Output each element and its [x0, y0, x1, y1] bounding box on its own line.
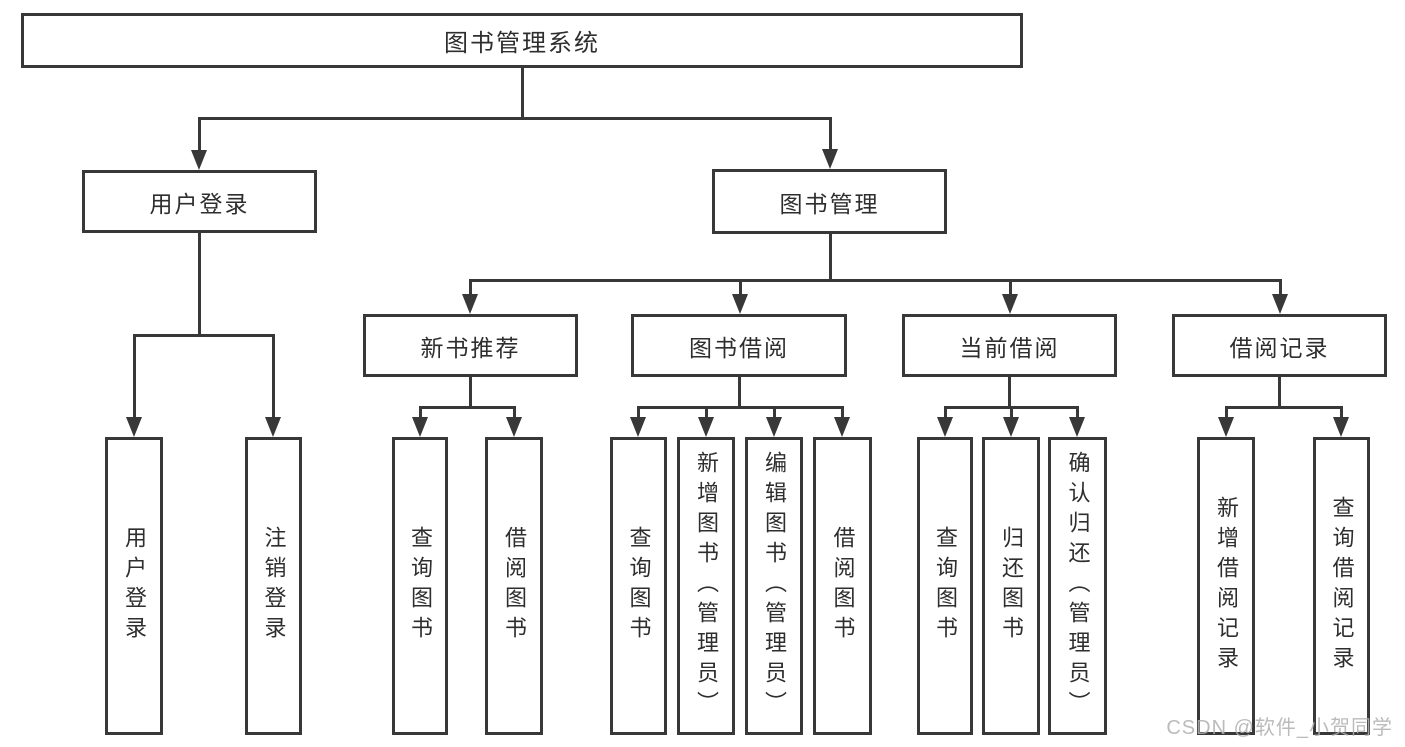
- connector-book-borrow-split: [636, 406, 844, 409]
- arrow-down-icon: [834, 417, 850, 437]
- arrow-down-icon: [698, 417, 714, 437]
- arrow-down-icon: [1333, 417, 1349, 437]
- node-book-borrow: 图书借阅: [631, 314, 847, 377]
- connector-drop-leaf-user-login: [132, 334, 136, 419]
- leaf-return-book: 归还图书: [982, 437, 1040, 735]
- connector-drop: [840, 406, 844, 419]
- node-book-management-label: 图书管理: [779, 190, 880, 217]
- arrow-down-icon: [766, 417, 782, 437]
- connector-borrow-records-stub: [1278, 377, 1281, 409]
- leaf-query-books-recommend-label: 查询图书: [408, 526, 433, 646]
- leaf-query-books-borrow-label: 查询图书: [626, 526, 652, 646]
- arrow-down-icon: [265, 417, 281, 437]
- node-root-system: 图书管理系统: [21, 13, 1023, 68]
- arrow-down-icon: [1002, 294, 1018, 314]
- arrow-down-icon: [732, 294, 748, 314]
- connector-new-book-split: [418, 406, 516, 409]
- node-new-book-recommend: 新书推荐: [363, 314, 578, 377]
- connector-drop-user-login: [197, 117, 201, 152]
- leaf-user-login-label: 用户登录: [122, 526, 147, 646]
- connector-level1-split: [197, 117, 832, 120]
- arrow-down-icon: [126, 417, 142, 437]
- node-borrow-records: 借阅记录: [1172, 314, 1387, 377]
- node-book-borrow-label: 图书借阅: [689, 334, 789, 361]
- connector-current-borrow-stub: [1008, 377, 1011, 409]
- arrow-down-icon: [630, 417, 646, 437]
- connector-drop: [636, 406, 640, 419]
- node-book-management: 图书管理: [712, 169, 947, 234]
- connector-drop-book-mgmt: [828, 117, 832, 151]
- node-current-borrow-label: 当前借阅: [959, 334, 1060, 361]
- connector-borrow-records-split: [1224, 406, 1343, 409]
- leaf-query-books-current-label: 查询图书: [933, 526, 958, 646]
- connector-drop: [1075, 406, 1079, 419]
- node-user-login-group-label: 用户登录: [149, 190, 250, 217]
- leaf-confirm-return-admin: 确认归还（管理员）: [1048, 437, 1107, 735]
- connector-new-book-stub: [469, 377, 472, 409]
- leaf-confirm-return-admin-label: 确认归还（管理员）: [1065, 451, 1091, 721]
- leaf-borrow-books-recommend-label: 借阅图书: [502, 526, 527, 646]
- connector-user-login-stub: [197, 233, 201, 337]
- leaf-query-borrow-record: 查询借阅记录: [1313, 437, 1370, 735]
- connector-drop: [512, 406, 516, 419]
- arrow-down-icon: [1272, 294, 1288, 314]
- leaf-query-books-current: 查询图书: [917, 437, 973, 735]
- leaf-return-book-label: 归还图书: [999, 526, 1024, 646]
- leaf-query-books-recommend: 查询图书: [392, 437, 448, 735]
- arrow-down-icon: [1003, 417, 1019, 437]
- leaf-add-borrow-record: 新增借阅记录: [1197, 437, 1255, 735]
- leaf-query-books-borrow: 查询图书: [610, 437, 667, 735]
- connector-drop-new-book: [468, 279, 472, 296]
- arrow-down-icon: [462, 294, 478, 314]
- connector-drop: [943, 406, 947, 419]
- arrow-down-icon: [1069, 417, 1085, 437]
- connector-drop: [1339, 406, 1343, 419]
- leaf-edit-book-admin-label: 编辑图书（管理员）: [762, 451, 787, 721]
- leaf-add-book-admin-label: 新增图书（管理员）: [694, 451, 719, 721]
- connector-drop: [1009, 406, 1013, 419]
- arrow-down-icon: [822, 149, 838, 169]
- arrow-down-icon: [1218, 417, 1234, 437]
- leaf-add-borrow-record-label: 新增借阅记录: [1214, 496, 1239, 676]
- csdn-watermark: CSDN @软件_小贺同学: [1166, 717, 1393, 739]
- connector-book-mgmt-stub: [828, 234, 832, 282]
- connector-drop: [418, 406, 422, 419]
- connector-drop-current-borrow: [1008, 279, 1012, 296]
- arrow-down-icon: [937, 417, 953, 437]
- connector-drop-leaf-logout: [271, 334, 275, 419]
- node-current-borrow: 当前借阅: [902, 314, 1117, 377]
- connector-drop-book-borrow: [738, 279, 742, 296]
- node-new-book-recommend-label: 新书推荐: [420, 334, 521, 361]
- connector-drop: [704, 406, 708, 419]
- connector-drop-borrow-records: [1278, 279, 1282, 296]
- node-user-login-group: 用户登录: [82, 170, 317, 233]
- connector-drop: [1224, 406, 1228, 419]
- leaf-borrow-books: 借阅图书: [813, 437, 872, 735]
- arrow-down-icon: [506, 417, 522, 437]
- connector-drop: [772, 406, 776, 419]
- leaf-add-book-admin: 新增图书（管理员）: [677, 437, 735, 735]
- leaf-borrow-books-label: 借阅图书: [830, 526, 856, 646]
- leaf-logout: 注销登录: [245, 437, 302, 735]
- connector-book-borrow-stub: [737, 377, 741, 409]
- connector-root-stub: [520, 68, 524, 120]
- connector-user-login-split: [132, 334, 275, 337]
- leaf-edit-book-admin: 编辑图书（管理员）: [745, 437, 803, 735]
- connector-level3-split: [468, 279, 1282, 282]
- node-borrow-records-label: 借阅记录: [1229, 334, 1330, 361]
- leaf-borrow-books-recommend: 借阅图书: [485, 437, 543, 735]
- leaf-user-login: 用户登录: [105, 437, 163, 735]
- leaf-logout-label: 注销登录: [261, 526, 287, 646]
- arrow-down-icon: [191, 150, 207, 170]
- arrow-down-icon: [412, 417, 428, 437]
- node-root-label: 图书管理系统: [444, 30, 600, 57]
- leaf-query-borrow-record-label: 查询借阅记录: [1329, 496, 1355, 676]
